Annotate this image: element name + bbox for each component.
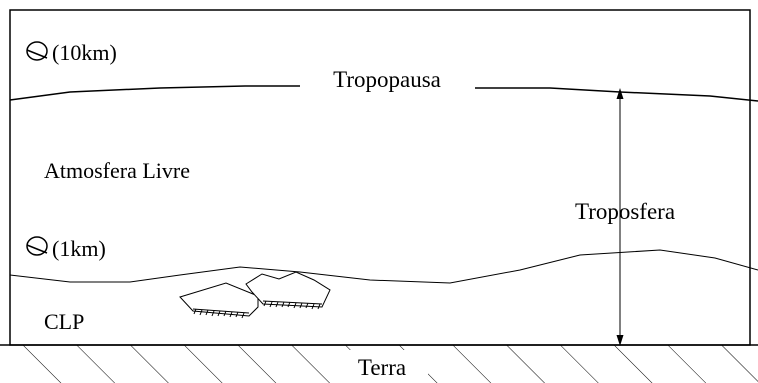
low-altitude-label: (1km) [52,236,106,261]
theta-icon [27,42,47,60]
theta-icon [27,237,47,255]
ground-label: Terra [358,355,406,380]
boundary-layer-label: CLP [44,309,84,334]
cloud-icon [180,283,258,318]
tropopause-label: Tropopausa [333,67,441,92]
troposphere-label: Troposfera [575,199,675,224]
cloud-icon [246,272,330,309]
top-altitude-label: (10km) [52,40,117,65]
boundary-layer-line [10,250,758,283]
free-atmosphere-label: Atmosfera Livre [44,158,190,183]
